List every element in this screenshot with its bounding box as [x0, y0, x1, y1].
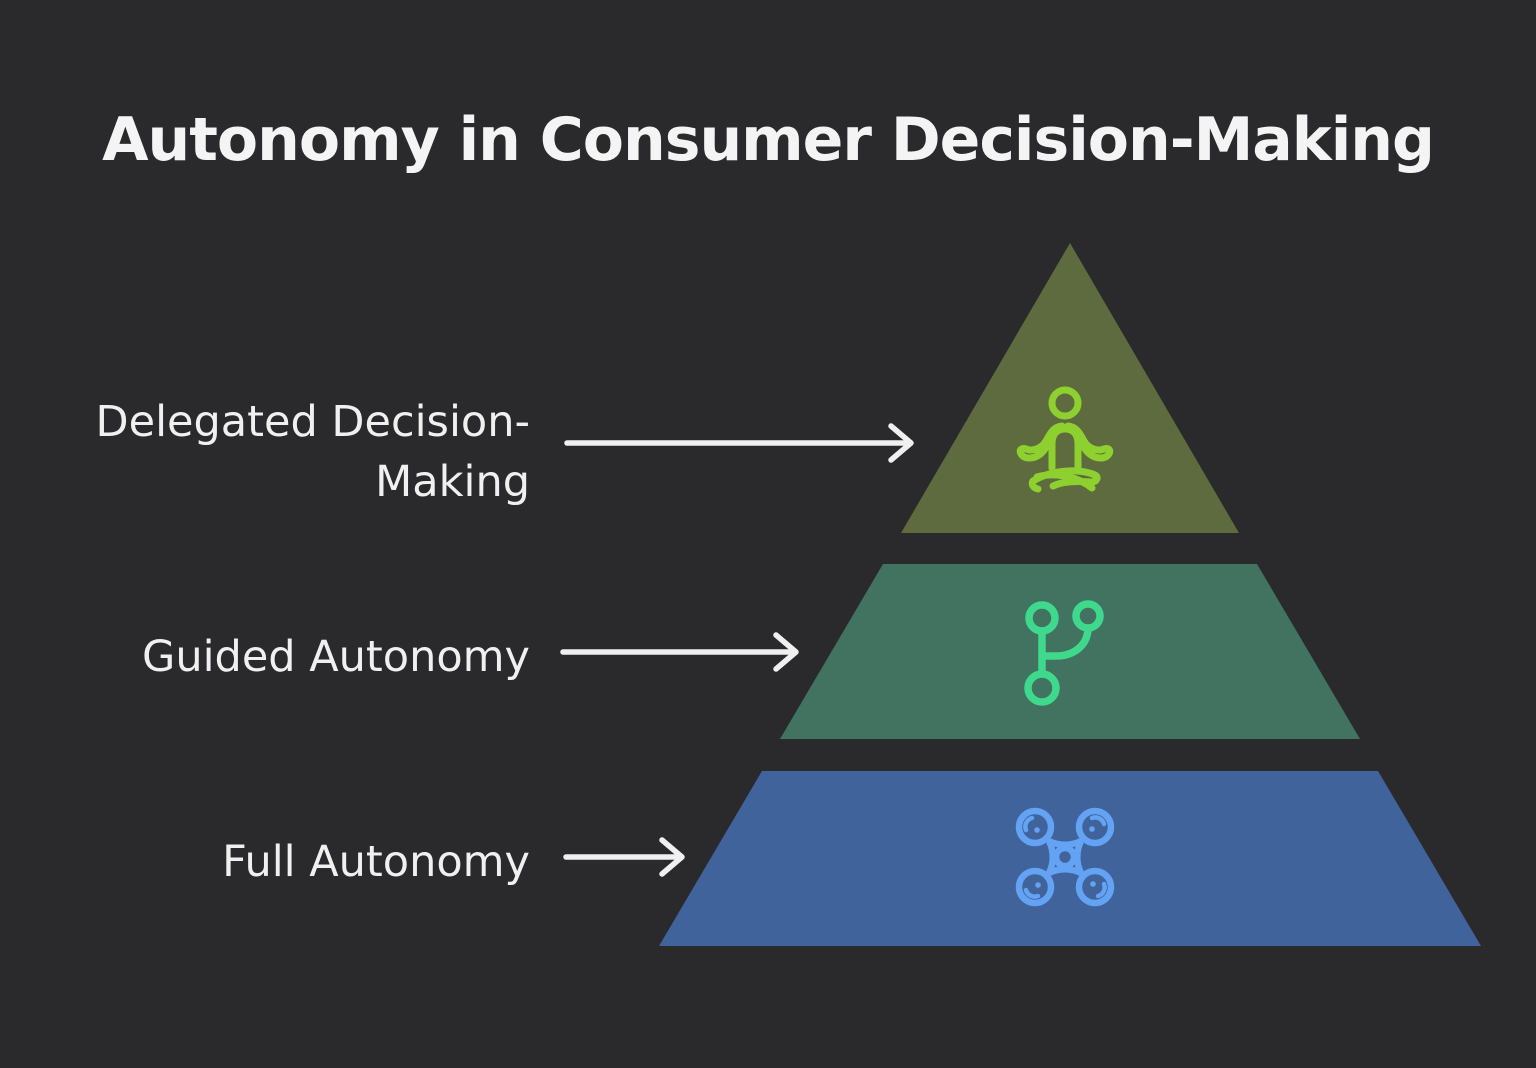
drone-rotor-ring — [1015, 867, 1055, 907]
drone-rotor-blade — [1089, 815, 1107, 827]
drone-rotor-hub — [1089, 826, 1095, 832]
drone-icon — [1015, 807, 1115, 907]
drone-rotor-bottom-right — [1075, 867, 1115, 907]
drone-rotor-ring — [1075, 807, 1115, 847]
level-label-full-autonomy: Full Autonomy — [222, 837, 530, 887]
drone-rotor-blade — [1023, 887, 1041, 899]
level-label-guided-autonomy: Guided Autonomy — [142, 632, 530, 682]
drone-rotor-ring — [1075, 867, 1115, 907]
arrow-full-head — [659, 837, 685, 877]
drone-rotor-top-right — [1075, 807, 1115, 847]
git-branch-icon — [1024, 600, 1104, 706]
meditation-left-arm — [1016, 422, 1066, 462]
drone-rotor-hub — [1034, 827, 1040, 833]
branch-curve — [1038, 624, 1092, 660]
drone-rotor-ring — [1015, 807, 1055, 847]
meditation-right-arm — [1064, 422, 1114, 462]
arrow-guided — [560, 632, 799, 672]
arrow-full — [563, 837, 685, 877]
pyramid-tier-bottom — [659, 771, 1481, 946]
drone-rotor-bottom-left — [1015, 867, 1055, 907]
drone-rotor-hub — [1090, 881, 1096, 887]
arrow-delegated — [564, 423, 914, 463]
drone-body — [1045, 837, 1085, 877]
drone-rotor-top-left — [1015, 807, 1055, 847]
drone-rotor-blade — [1095, 881, 1107, 899]
arrow-guided-head — [773, 632, 799, 672]
drone-rotor-blade — [1023, 815, 1035, 833]
arrow-delegated-head — [888, 423, 914, 463]
level-label-delegated-decision-making: Delegated Decision-Making — [95, 397, 530, 507]
drone-camera — [1052, 844, 1078, 870]
meditation-torso — [1048, 425, 1082, 472]
diagram-title: Autonomy in Consumer Decision-Making — [102, 105, 1435, 175]
meditation-head — [1048, 386, 1082, 420]
meditation-legs-back — [1033, 471, 1096, 492]
drone-rotor-hub — [1035, 882, 1041, 888]
meditation-icon — [1016, 386, 1114, 493]
